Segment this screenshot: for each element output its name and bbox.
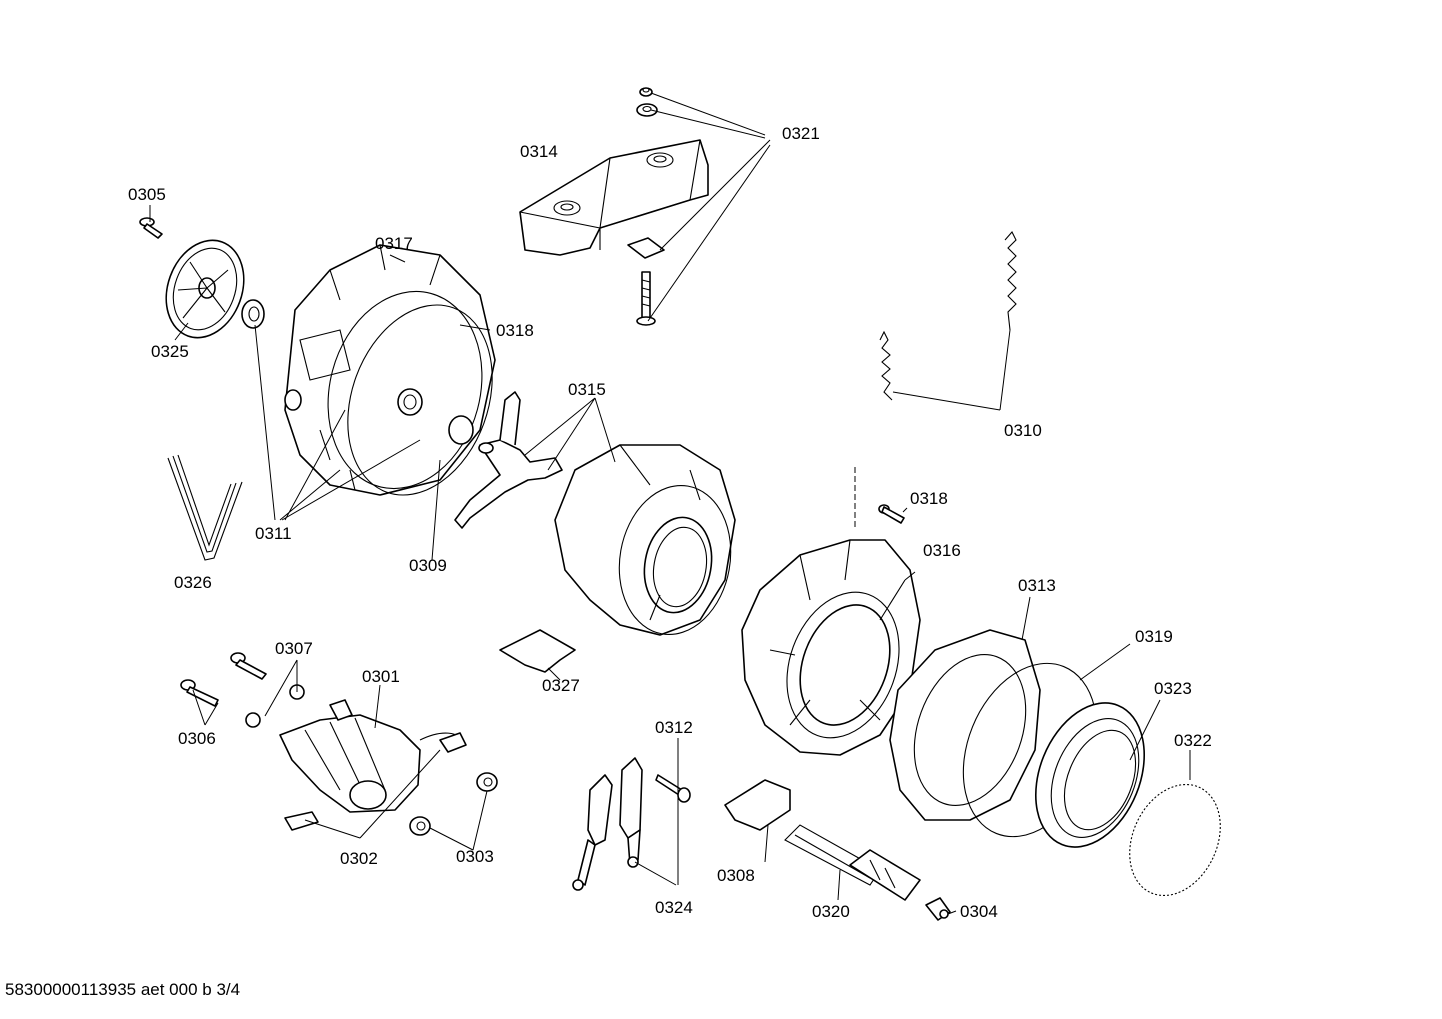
label-0321: 0321 bbox=[782, 124, 820, 143]
label-0314: 0314 bbox=[520, 142, 558, 161]
label-0315: 0315 bbox=[568, 380, 606, 399]
label-0310: 0310 bbox=[1004, 421, 1042, 440]
part-labels: 0301 0302 0303 0304 0305 0306 0307 0308 … bbox=[128, 124, 1212, 921]
label-0313: 0313 bbox=[1018, 576, 1056, 595]
carbon-brush-part bbox=[284, 811, 319, 831]
leader-lines bbox=[149, 92, 1191, 915]
label-0308: 0308 bbox=[717, 866, 755, 885]
label-0302: 0302 bbox=[340, 849, 378, 868]
label-0325: 0325 bbox=[151, 342, 189, 361]
label-0304: 0304 bbox=[960, 902, 998, 921]
bracket-part bbox=[499, 629, 576, 673]
shock-absorber-part bbox=[572, 757, 643, 891]
bolt-part bbox=[636, 271, 656, 326]
label-0317: 0317 bbox=[375, 234, 413, 253]
label-0305: 0305 bbox=[128, 185, 166, 204]
rear-tub-part bbox=[284, 244, 496, 496]
label-0306: 0306 bbox=[178, 729, 216, 748]
front-tub-part bbox=[741, 539, 921, 756]
heater-part bbox=[784, 824, 921, 901]
label-0301: 0301 bbox=[362, 667, 400, 686]
clip-plate-part bbox=[627, 237, 665, 259]
sensor-part bbox=[925, 897, 951, 921]
bearing-part bbox=[241, 299, 265, 329]
front-frame-part bbox=[889, 629, 1041, 821]
label-0326: 0326 bbox=[174, 573, 212, 592]
motor-part bbox=[279, 699, 467, 813]
screw-0312-part bbox=[655, 774, 691, 803]
label-0327: 0327 bbox=[542, 676, 580, 695]
gasket-ring-part bbox=[347, 304, 493, 496]
holder-part bbox=[724, 779, 791, 831]
motor-screws-part bbox=[180, 652, 305, 728]
label-0316: 0316 bbox=[923, 541, 961, 560]
label-0318-right: 0318 bbox=[910, 489, 948, 508]
screw-right-part bbox=[878, 504, 905, 524]
belt-part bbox=[167, 454, 243, 561]
door-seal-part bbox=[1034, 702, 1146, 848]
label-0309: 0309 bbox=[409, 556, 447, 575]
nut-part bbox=[636, 87, 658, 117]
counterweight-part bbox=[519, 139, 709, 256]
label-0319: 0319 bbox=[1135, 627, 1173, 646]
document-reference: 58300000113935 aet 000 b 3/4 bbox=[5, 980, 241, 999]
label-0312: 0312 bbox=[655, 718, 693, 737]
label-0323: 0323 bbox=[1154, 679, 1192, 698]
label-0318-top: 0318 bbox=[496, 321, 534, 340]
drum-part bbox=[554, 444, 736, 636]
label-0307: 0307 bbox=[275, 639, 313, 658]
pulley-part bbox=[165, 239, 245, 339]
screw-part bbox=[139, 217, 163, 239]
bushing-part bbox=[409, 772, 498, 836]
label-0303: 0303 bbox=[456, 847, 494, 866]
label-0324: 0324 bbox=[655, 898, 693, 917]
label-0320: 0320 bbox=[812, 902, 850, 921]
label-0311: 0311 bbox=[255, 524, 292, 543]
spider-part bbox=[454, 391, 563, 529]
spring-part bbox=[879, 231, 1017, 401]
label-0322: 0322 bbox=[1174, 731, 1212, 750]
